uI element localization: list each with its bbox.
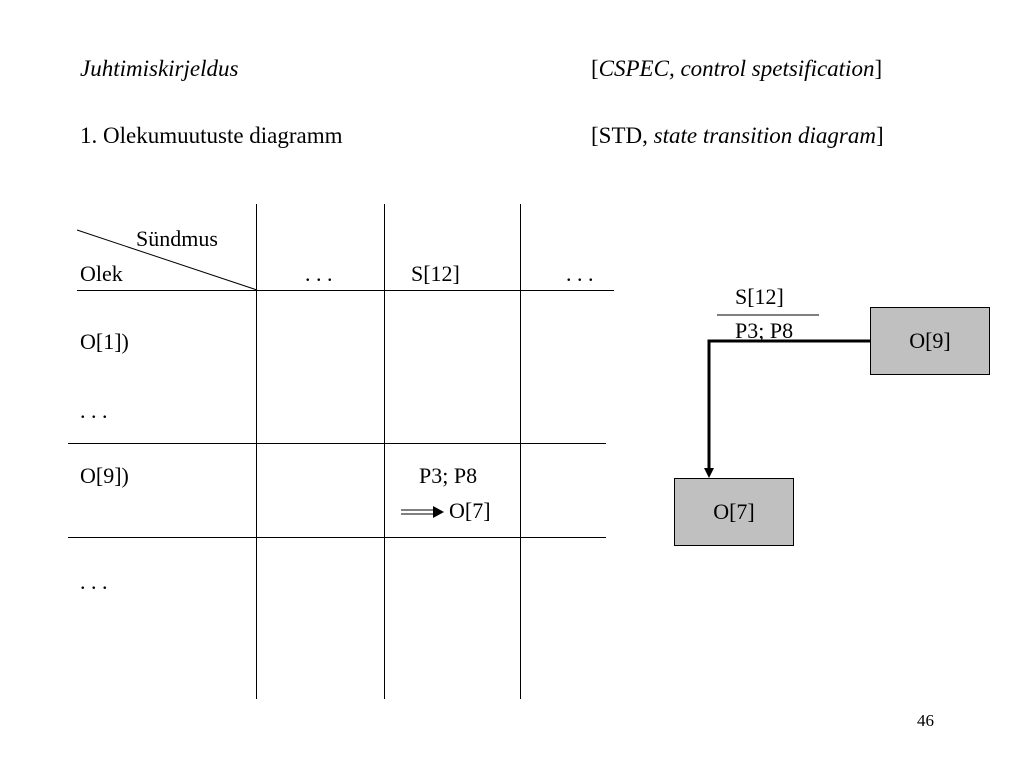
table-row-rule-1 (68, 443, 606, 444)
annotation-close-bracket: ] (875, 123, 884, 148)
slide-title-annotation: [CSPEC, control spetsification] (591, 57, 882, 80)
annotation-close-bracket: ] (874, 56, 883, 81)
std-action-label: P3; P8 (735, 318, 794, 343)
table-corner-state: Olek (80, 261, 123, 286)
state-o9-label: O[9] (909, 328, 951, 353)
table-row-rule-2 (68, 537, 606, 538)
table-col-header-2: S[12] (411, 261, 460, 286)
table-cell-next-state: O[7] (449, 498, 491, 523)
annotation-italic: state transition diagram (653, 123, 876, 148)
table-row-label-3: O[9]) (80, 463, 129, 488)
next-state-arrow-head (433, 506, 444, 518)
state-o7-box: O[7] (674, 478, 794, 546)
annotation-open-bracket: [ (591, 56, 599, 81)
std-event-label: S[12] (735, 284, 784, 309)
page-number: 46 (917, 711, 934, 730)
table-header-rule (77, 290, 614, 291)
annotation-italic: CSPEC, control spetsification (598, 56, 875, 81)
std-transition-arrow-head (704, 468, 714, 478)
table-row-label-4: . . . (80, 569, 108, 594)
table-row-label-1: O[1]) (80, 329, 129, 354)
table-cell-action: P3; P8 (419, 463, 478, 488)
section-title: 1. Olekumuutuste diagramm (80, 123, 343, 148)
state-o7-label: O[7] (713, 499, 755, 524)
section-title-annotation: [STD, state transition diagram] (591, 124, 884, 147)
table-vline-2 (384, 204, 385, 699)
table-row-label-2: . . . (80, 398, 108, 423)
std-transition-line (707, 339, 870, 470)
table-corner-diagonal (76, 229, 258, 291)
table-corner-event: Sündmus (136, 226, 218, 251)
table-col-header-3: . . . (566, 261, 594, 286)
slide-title: Juhtimiskirjeldus (80, 56, 239, 81)
table-col-header-1: . . . (305, 261, 333, 286)
annotation-prefix: [STD, (591, 123, 654, 148)
state-o9-box: O[9] (870, 307, 990, 375)
table-vline-3 (520, 204, 521, 699)
table-vline-1 (256, 204, 257, 699)
